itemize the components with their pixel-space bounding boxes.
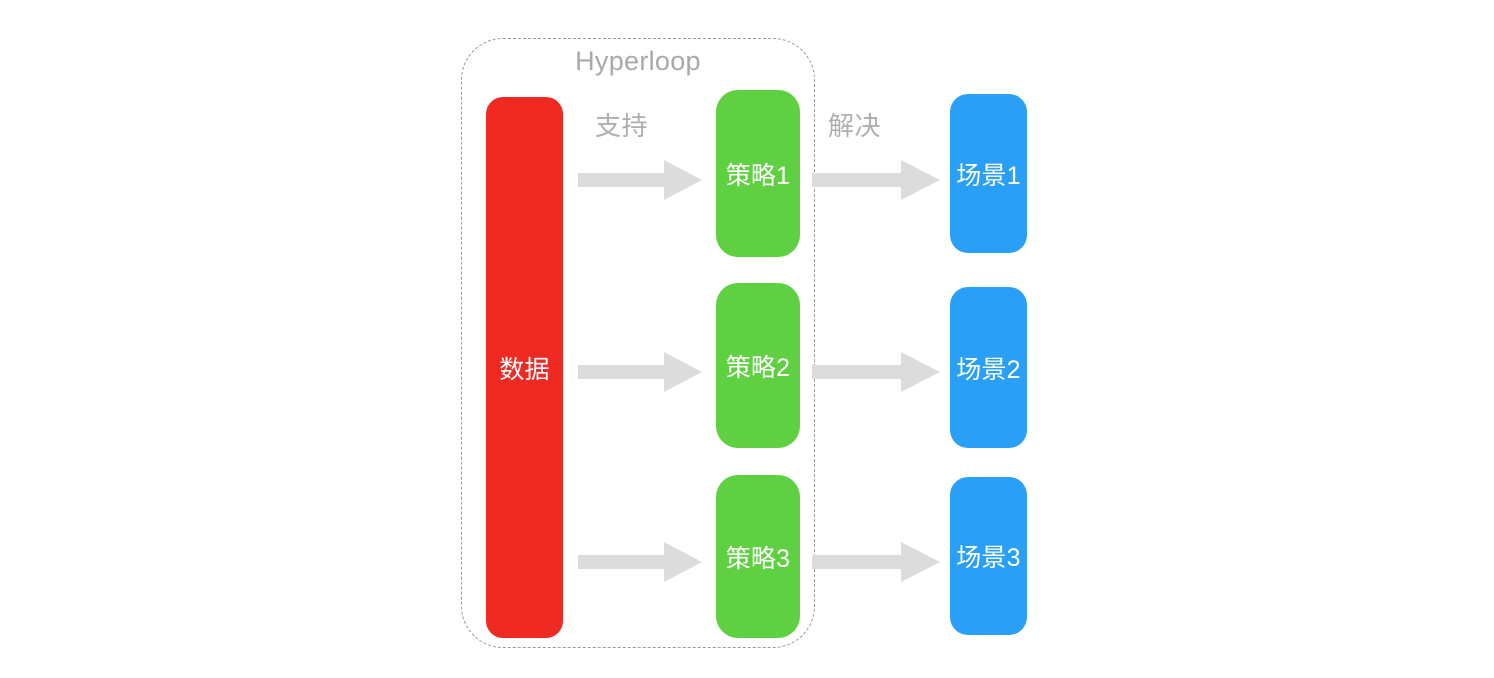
edge-label-solve: 解决 (828, 111, 882, 141)
hyperloop-group-title: Hyperloop (575, 46, 701, 76)
node-data[interactable]: 数据 (486, 97, 563, 638)
node-strategy-2-label: 策略2 (725, 353, 791, 382)
node-scene-2[interactable]: 场景2 (950, 287, 1027, 448)
hyperloop-group-boundary (461, 38, 815, 648)
node-strategy-1[interactable]: 策略1 (716, 90, 800, 257)
arrow-strategy-to-scene-1 (812, 157, 940, 203)
edge-label-support: 支持 (595, 111, 649, 141)
arrow-strategy-to-scene-2 (812, 349, 940, 395)
node-scene-3[interactable]: 场景3 (950, 477, 1027, 635)
node-strategy-3-label: 策略3 (725, 544, 791, 573)
node-strategy-1-label: 策略1 (725, 161, 791, 190)
node-scene-1[interactable]: 场景1 (950, 94, 1027, 253)
node-scene-1-label: 场景1 (956, 161, 1021, 190)
node-strategy-3[interactable]: 策略3 (716, 475, 800, 638)
node-data-label: 数据 (499, 355, 550, 384)
node-strategy-2[interactable]: 策略2 (716, 283, 800, 448)
arrow-strategy-to-scene-3 (812, 539, 940, 585)
node-scene-3-label: 场景3 (956, 544, 1021, 572)
node-scene-2-label: 场景2 (956, 355, 1021, 384)
